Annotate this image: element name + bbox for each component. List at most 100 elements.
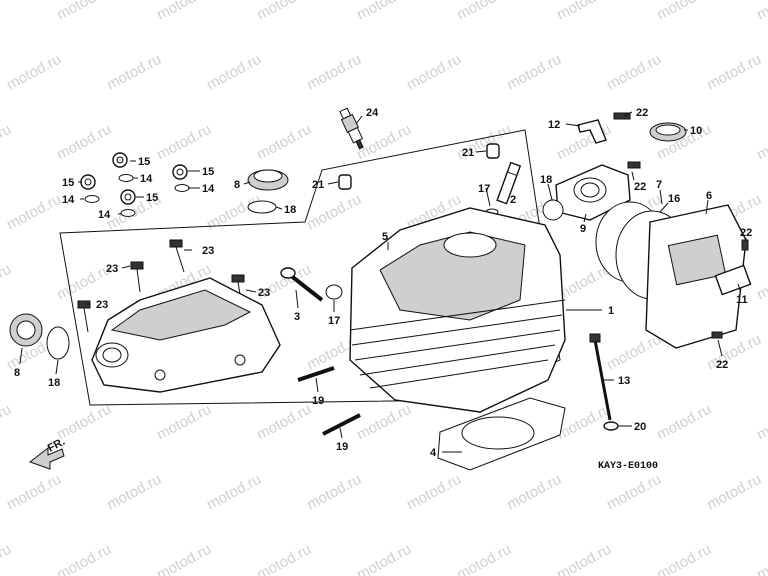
callout-15: 15 <box>138 156 150 168</box>
spark-plug-part <box>339 107 364 150</box>
tappet-cap-lower-part <box>9 313 70 360</box>
watermark-text: motod.ru <box>454 0 514 24</box>
watermark-text: motod.ru <box>654 0 714 24</box>
watermark-text: motod.ru <box>254 541 314 576</box>
bolt-22-lower-part <box>711 331 723 339</box>
valve-part <box>280 267 343 302</box>
callout-5: 5 <box>382 231 388 243</box>
cylinder-head-part <box>349 207 566 413</box>
watermark-text: motod.ru <box>654 541 714 576</box>
callout-12: 12 <box>548 119 560 131</box>
watermark-text: motod.ru <box>0 541 14 576</box>
callout-14: 14 <box>62 194 75 206</box>
leader-lines <box>19 111 747 453</box>
callout-17: 17 <box>478 183 490 195</box>
callout-14: 14 <box>140 173 153 185</box>
watermark-text: motod.ru <box>604 331 664 374</box>
watermark-text: motod.ru <box>154 401 214 444</box>
callout-15: 15 <box>202 166 214 178</box>
watermark-text: motod.ru <box>304 471 364 514</box>
watermark-text: motod.ru <box>104 51 164 94</box>
stud-bolt-part <box>297 366 361 436</box>
callout-24: 24 <box>366 107 379 119</box>
watermark-text: motod.ru <box>154 541 214 576</box>
callout-16: 16 <box>668 193 680 205</box>
callout-3: 3 <box>294 311 300 323</box>
watermark-text: motod.ru <box>404 471 464 514</box>
callout-1: 1 <box>608 305 614 317</box>
watermark-text: motod.ru <box>304 51 364 94</box>
callout-9: 9 <box>580 223 586 235</box>
side-cover-part <box>595 201 747 349</box>
o-ring-18-mid-part <box>542 199 564 221</box>
callout-21: 21 <box>462 147 474 159</box>
watermark-text: motod.ru <box>404 51 464 94</box>
callout-10: 10 <box>690 125 702 137</box>
callout-22: 22 <box>636 107 648 119</box>
watermark-text: motod.ru <box>654 401 714 444</box>
callout-22: 22 <box>634 181 646 193</box>
hose-clamp-part <box>577 112 687 144</box>
watermark-text: motod.ru <box>454 541 514 576</box>
valve-guide-part <box>496 161 522 205</box>
watermark-text: motod.ru <box>554 541 614 576</box>
callout-18: 18 <box>284 204 296 216</box>
callout-23: 23 <box>96 299 108 311</box>
callout-19: 19 <box>312 395 324 407</box>
cover-bolt-part <box>77 239 245 333</box>
callout-21: 21 <box>312 179 324 191</box>
watermark-text: motod.ru <box>354 541 414 576</box>
callout-7: 7 <box>656 179 662 191</box>
watermark-text: motod.ru <box>204 471 264 514</box>
callout-labels: 24 12 22 10 15 15 15 15 14 14 14 14 8 18… <box>14 107 752 459</box>
callout-22: 22 <box>740 227 752 239</box>
watermark-text: motod.ru <box>754 401 768 444</box>
watermark-text: motod.ru <box>54 541 114 576</box>
watermark-text: motod.ru <box>0 401 14 444</box>
watermark-text: motod.ru <box>754 121 768 164</box>
watermark-text: motod.ru <box>0 261 14 304</box>
watermark-text: motod.ru <box>4 471 64 514</box>
head-gasket-part <box>437 397 566 471</box>
watermark-text: motod.ru <box>254 401 314 444</box>
watermark-text: motod.ru <box>254 0 314 24</box>
callout-4: 4 <box>430 447 437 459</box>
watermark-text: motod.ru <box>154 121 214 164</box>
watermark-text: motod.ru <box>754 261 768 304</box>
callout-6: 6 <box>706 190 712 202</box>
callout-18: 18 <box>540 174 552 186</box>
watermark-text: motod.ru <box>54 121 114 164</box>
watermark-text: motod.ru <box>254 121 314 164</box>
front-direction-arrow-icon <box>28 446 65 470</box>
watermark-text: motod.ru <box>754 0 768 24</box>
callout-19: 19 <box>336 441 348 453</box>
watermark-text: motod.ru <box>154 0 214 24</box>
callout-15: 15 <box>146 192 158 204</box>
callout-11: 11 <box>736 294 748 306</box>
callout-20: 20 <box>634 421 646 433</box>
cap-nut-part <box>80 152 190 217</box>
callout-2: 2 <box>510 194 516 206</box>
watermark-text: motod.ru <box>0 121 14 164</box>
callout-8: 8 <box>234 179 240 191</box>
watermark-text: motod.ru <box>354 0 414 24</box>
callout-14: 14 <box>202 183 215 195</box>
watermark-text: motod.ru <box>604 471 664 514</box>
bolt-22-side-part <box>741 239 749 251</box>
watermark-text: motod.ru <box>4 51 64 94</box>
dowel-pin-part <box>338 143 500 190</box>
callout-13: 13 <box>618 375 630 387</box>
watermark-text: motod.ru <box>4 191 64 234</box>
watermark-text: motod.ru <box>704 471 764 514</box>
callout-23: 23 <box>258 287 270 299</box>
intake-insulator-part <box>555 161 641 221</box>
watermark-text: motod.ru <box>54 0 114 24</box>
watermark-text: motod.ru <box>754 541 768 576</box>
watermark-text: motod.ru <box>504 51 564 94</box>
callout-23: 23 <box>202 245 214 257</box>
watermark-text: motod.ru <box>604 51 664 94</box>
id-plate-part <box>714 264 752 296</box>
watermark-text: motod.ru <box>354 401 414 444</box>
